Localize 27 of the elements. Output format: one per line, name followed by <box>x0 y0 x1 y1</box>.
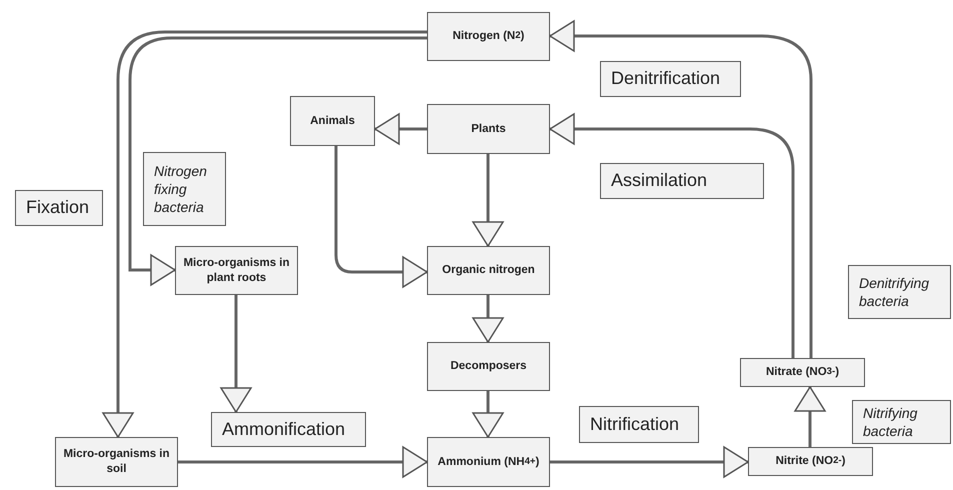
arrow <box>334 146 428 288</box>
process-box: Organic nitrogen <box>427 246 550 295</box>
arrow <box>374 113 427 145</box>
arrow <box>549 20 812 358</box>
arrow <box>220 295 252 413</box>
arrow <box>102 30 427 438</box>
arrow <box>128 36 427 286</box>
process-box: Plants <box>427 104 550 154</box>
process-box: Animals <box>290 96 375 146</box>
process-label: Assimilation <box>600 163 764 199</box>
arrow <box>550 446 749 478</box>
arrow <box>178 446 428 478</box>
note-box: Nitrogen fixing bacteria <box>143 152 226 226</box>
process-box: Micro-organisms in plant roots <box>175 246 298 295</box>
process-box: Micro-organisms in soil <box>55 437 178 487</box>
process-label: Denitrification <box>600 61 741 97</box>
process-label: Fixation <box>15 190 103 226</box>
arrow <box>794 386 826 447</box>
arrow <box>549 113 794 358</box>
note-box: Nitrifying bacteria <box>852 400 951 444</box>
process-box: Decomposers <box>427 342 550 391</box>
arrow <box>472 295 504 343</box>
arrow <box>472 391 504 438</box>
process-label: Ammonification <box>211 412 366 447</box>
note-box: Denitrifying bacteria <box>848 265 951 319</box>
process-label: Nitrification <box>579 406 699 443</box>
arrow <box>472 154 504 247</box>
